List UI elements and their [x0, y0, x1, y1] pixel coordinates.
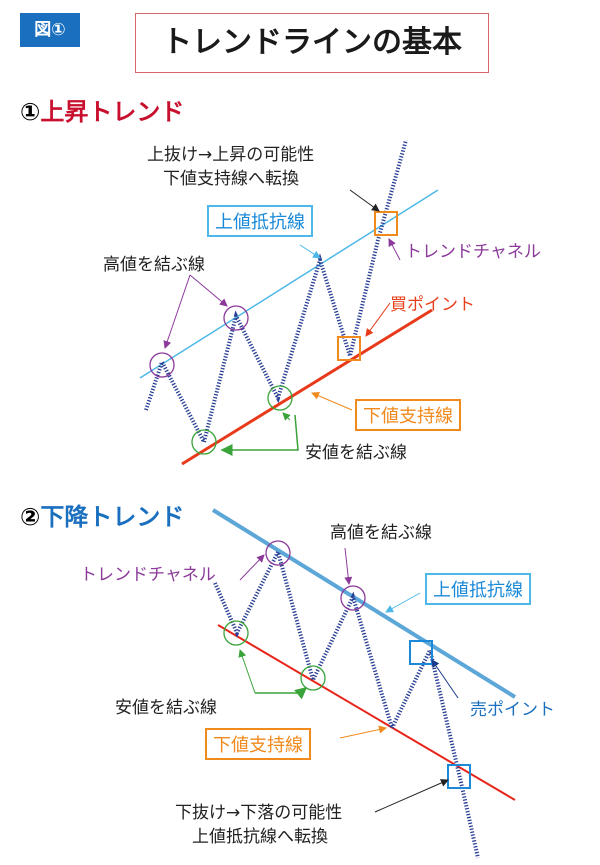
breakdown-note-2: 上値抵抗線へ転換: [192, 827, 328, 847]
lows-label: 安値を結ぶ線: [115, 698, 217, 718]
down-price-path: [213, 546, 480, 859]
buy-point-label: 買ポイント: [390, 295, 475, 315]
high-circle: [340, 585, 366, 611]
section-title: 上昇トレンド: [40, 98, 185, 126]
resistance-label: 上値抵抗線: [207, 205, 313, 237]
low-circle: [191, 429, 217, 455]
highs-label: 高値を結ぶ線: [103, 255, 205, 275]
support-line: [181, 308, 433, 466]
support-label: 下値支持線: [355, 399, 461, 431]
high-circle: [149, 352, 175, 378]
highs-label: 高値を結ぶ線: [330, 523, 432, 543]
breakout-note: 上抜け→上昇の可能性: [147, 145, 315, 165]
channel-label: トレンドチャネル: [80, 565, 216, 585]
lows-label: 安値を結ぶ線: [305, 443, 407, 463]
buy-point-box: [337, 336, 361, 361]
breakdown-note: 下抜け→下落の可能性: [175, 803, 343, 823]
breakdown-box: [447, 764, 471, 789]
price-path: [144, 139, 408, 448]
figure-badge: 図①: [20, 13, 80, 47]
resistance-label: 上値抵抗線: [425, 573, 531, 605]
channel-label: トレンドチャネル: [405, 242, 541, 262]
low-circle: [300, 665, 326, 691]
breakout-note-2: 下値支持線へ転換: [163, 169, 299, 189]
sell-point-label: 売ポイント: [470, 700, 555, 720]
resistance-line: [139, 189, 439, 379]
section-title: 下降トレンド: [40, 503, 185, 531]
down-support-line: [217, 624, 516, 801]
low-circle: [267, 385, 293, 411]
support-label: 下値支持線: [205, 728, 311, 760]
high-circle: [223, 305, 249, 331]
section-number: ②: [20, 503, 41, 531]
sell-point-box: [409, 640, 433, 665]
high-circle: [265, 540, 291, 566]
section-heading-uptrend: ①上昇トレンド: [20, 92, 184, 127]
low-circle: [223, 620, 249, 646]
page-title: トレンドラインの基本: [135, 13, 489, 73]
section-number: ①: [20, 98, 41, 126]
section-heading-downtrend: ②下降トレンド: [20, 497, 184, 532]
breakout-box: [374, 211, 398, 236]
